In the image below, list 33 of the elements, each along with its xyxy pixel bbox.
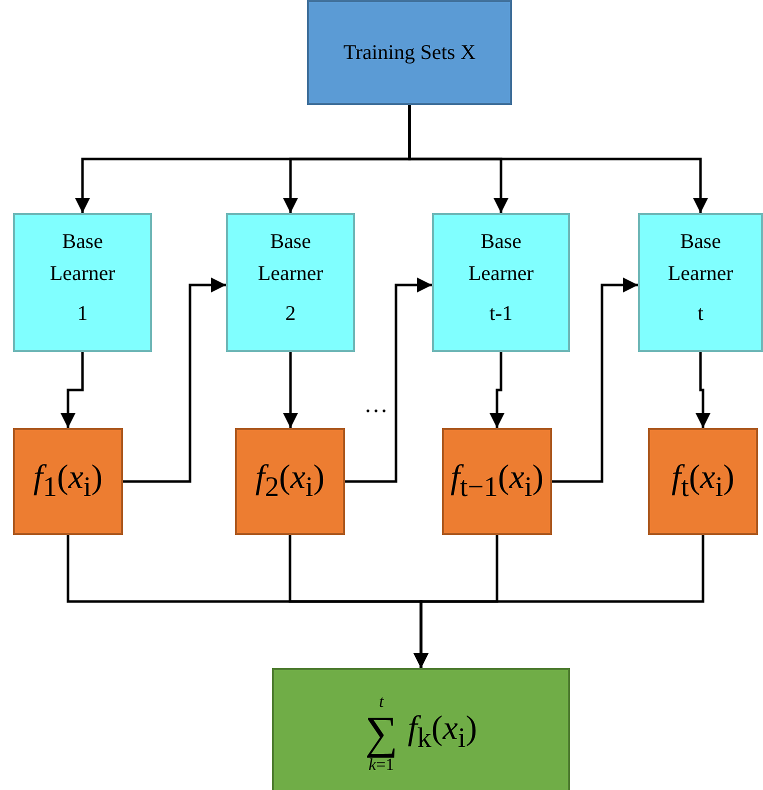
arrow (414, 535, 704, 668)
arrow (283, 352, 298, 428)
node-title: Training Sets X (343, 40, 476, 66)
learner-box (432, 213, 570, 352)
output-box (13, 428, 123, 535)
learner-box (226, 213, 355, 352)
arrow (123, 278, 226, 483)
function-label: f$_{k}$(x$_{i}$) (408, 712, 478, 754)
input-box (307, 0, 512, 105)
arrow (60, 352, 84, 428)
function-label: f$_{2}$(x$_{i}$) (255, 460, 325, 502)
learner-index: 2 (285, 300, 296, 326)
learner-index: t-1 (489, 300, 513, 326)
function-label: f$_{1}$(x$_{i}$) (33, 460, 103, 502)
arrow (696, 352, 710, 428)
upper-limit: t (379, 693, 384, 710)
node-title: Base Learner (48, 228, 116, 287)
output-box (442, 428, 552, 535)
arrow (345, 278, 432, 483)
function-label: f$_{t}$(x$_{i}$) (672, 460, 734, 502)
learner-index: 1 (77, 300, 88, 326)
output-box (648, 428, 758, 535)
sum-box (272, 668, 570, 790)
node-title: Base Learner (256, 228, 324, 287)
output-box (235, 428, 345, 535)
sum-symbol: ∑ (364, 710, 398, 756)
arrow (552, 278, 638, 483)
function-label: f$_{t−1}$(x$_{i}$) (450, 460, 544, 502)
learner-index: t (698, 300, 704, 326)
learner-box (638, 213, 763, 352)
arrow (408, 105, 708, 213)
learner-box (13, 213, 152, 352)
arrow (490, 352, 504, 428)
